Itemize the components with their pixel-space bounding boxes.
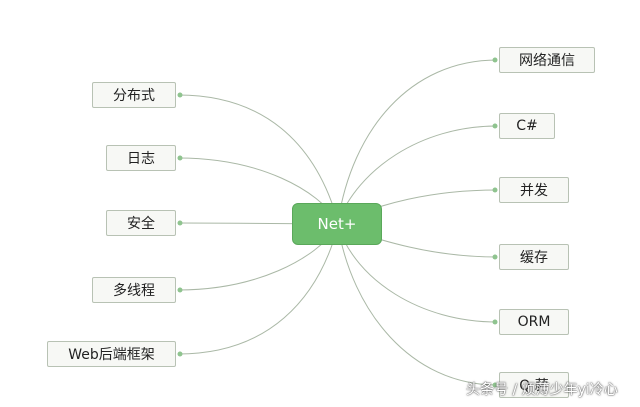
topic-label: Q 蒜: [519, 378, 549, 394]
root-node-label: Net+: [317, 215, 357, 233]
branch-line-orm: [337, 225, 498, 323]
connector-dot: [177, 287, 183, 293]
topic-node-queue[interactable]: Q 蒜: [499, 372, 569, 398]
branch-line-distributed: [177, 94, 339, 223]
topic-node-logging[interactable]: 日志: [106, 145, 176, 171]
watermark: 头条号 / 烦薄少年yi冷心: [466, 382, 618, 398]
connector-dot: [492, 123, 498, 129]
topic-node-security[interactable]: 安全: [106, 210, 176, 236]
connector-dot: [492, 254, 498, 260]
topic-node-network[interactable]: 网络通信: [499, 47, 595, 73]
connector-dot: [492, 319, 498, 325]
topic-label: ORM: [517, 314, 551, 330]
topic-label: 缓存: [520, 250, 548, 266]
topic-label: 分布式: [113, 88, 155, 104]
connector-dot: [492, 382, 498, 388]
connector-dot: [177, 155, 183, 161]
topic-label: Web后端框架: [68, 347, 155, 363]
topic-label: 多线程: [113, 283, 155, 299]
connector-dot: [177, 351, 183, 357]
branch-line-network: [337, 59, 498, 223]
topic-node-orm[interactable]: ORM: [499, 309, 569, 335]
topic-node-web-framework[interactable]: Web后端框架: [47, 341, 176, 367]
topic-node-cache[interactable]: 缓存: [499, 244, 569, 270]
topic-node-concurrency[interactable]: 并发: [499, 177, 569, 203]
topic-node-distributed[interactable]: 分布式: [92, 82, 176, 108]
connector-dot: [492, 187, 498, 193]
branch-line-queue: [337, 225, 498, 386]
branch-line-web-framework: [177, 225, 339, 355]
topic-label: C#: [516, 118, 538, 134]
topic-label: 并发: [520, 183, 548, 199]
connector-dot: [177, 92, 183, 98]
topic-label: 日志: [127, 151, 155, 167]
root-node[interactable]: Net+: [292, 203, 382, 245]
connector-dot: [492, 57, 498, 63]
topic-label: 安全: [127, 216, 155, 232]
topic-node-multithreading[interactable]: 多线程: [92, 277, 176, 303]
topic-label: 网络通信: [519, 53, 575, 69]
topic-node-csharp[interactable]: C#: [499, 113, 555, 139]
connector-dot: [177, 220, 183, 226]
